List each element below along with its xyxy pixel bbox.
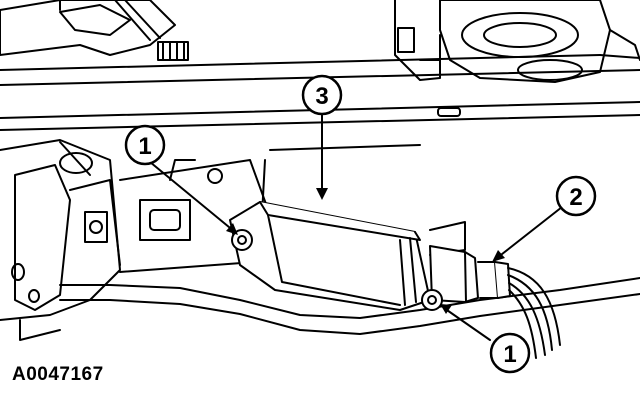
upper-left-component [0, 0, 176, 56]
upper-right-bracket [394, 0, 441, 81]
callout-1-upper-label: 1 [138, 133, 151, 160]
leader-lines [149, 112, 563, 341]
figure-id: A0047167 [12, 364, 104, 385]
module-mounting-bracket [119, 144, 466, 273]
callout-2-label: 2 [569, 184, 582, 211]
callout-1-lower-label: 1 [503, 341, 516, 368]
wiring-harness [507, 267, 561, 359]
fastener-lower [421, 289, 443, 311]
callout-1-lower: 1 [489, 332, 531, 374]
electrical-connector [429, 245, 511, 303]
callout-1-upper: 1 [124, 124, 166, 166]
left-bracket-assembly [0, 139, 121, 341]
upper-connector-small [157, 41, 189, 61]
control-module [229, 201, 431, 311]
leader-arrowheads [226, 188, 505, 314]
upper-right-reservoir [439, 0, 640, 83]
lower-tube [59, 277, 640, 335]
callout-3: 3 [301, 74, 343, 116]
callout-2: 2 [555, 175, 597, 217]
callout-3-label: 3 [315, 83, 328, 110]
fastener-upper [231, 229, 253, 251]
